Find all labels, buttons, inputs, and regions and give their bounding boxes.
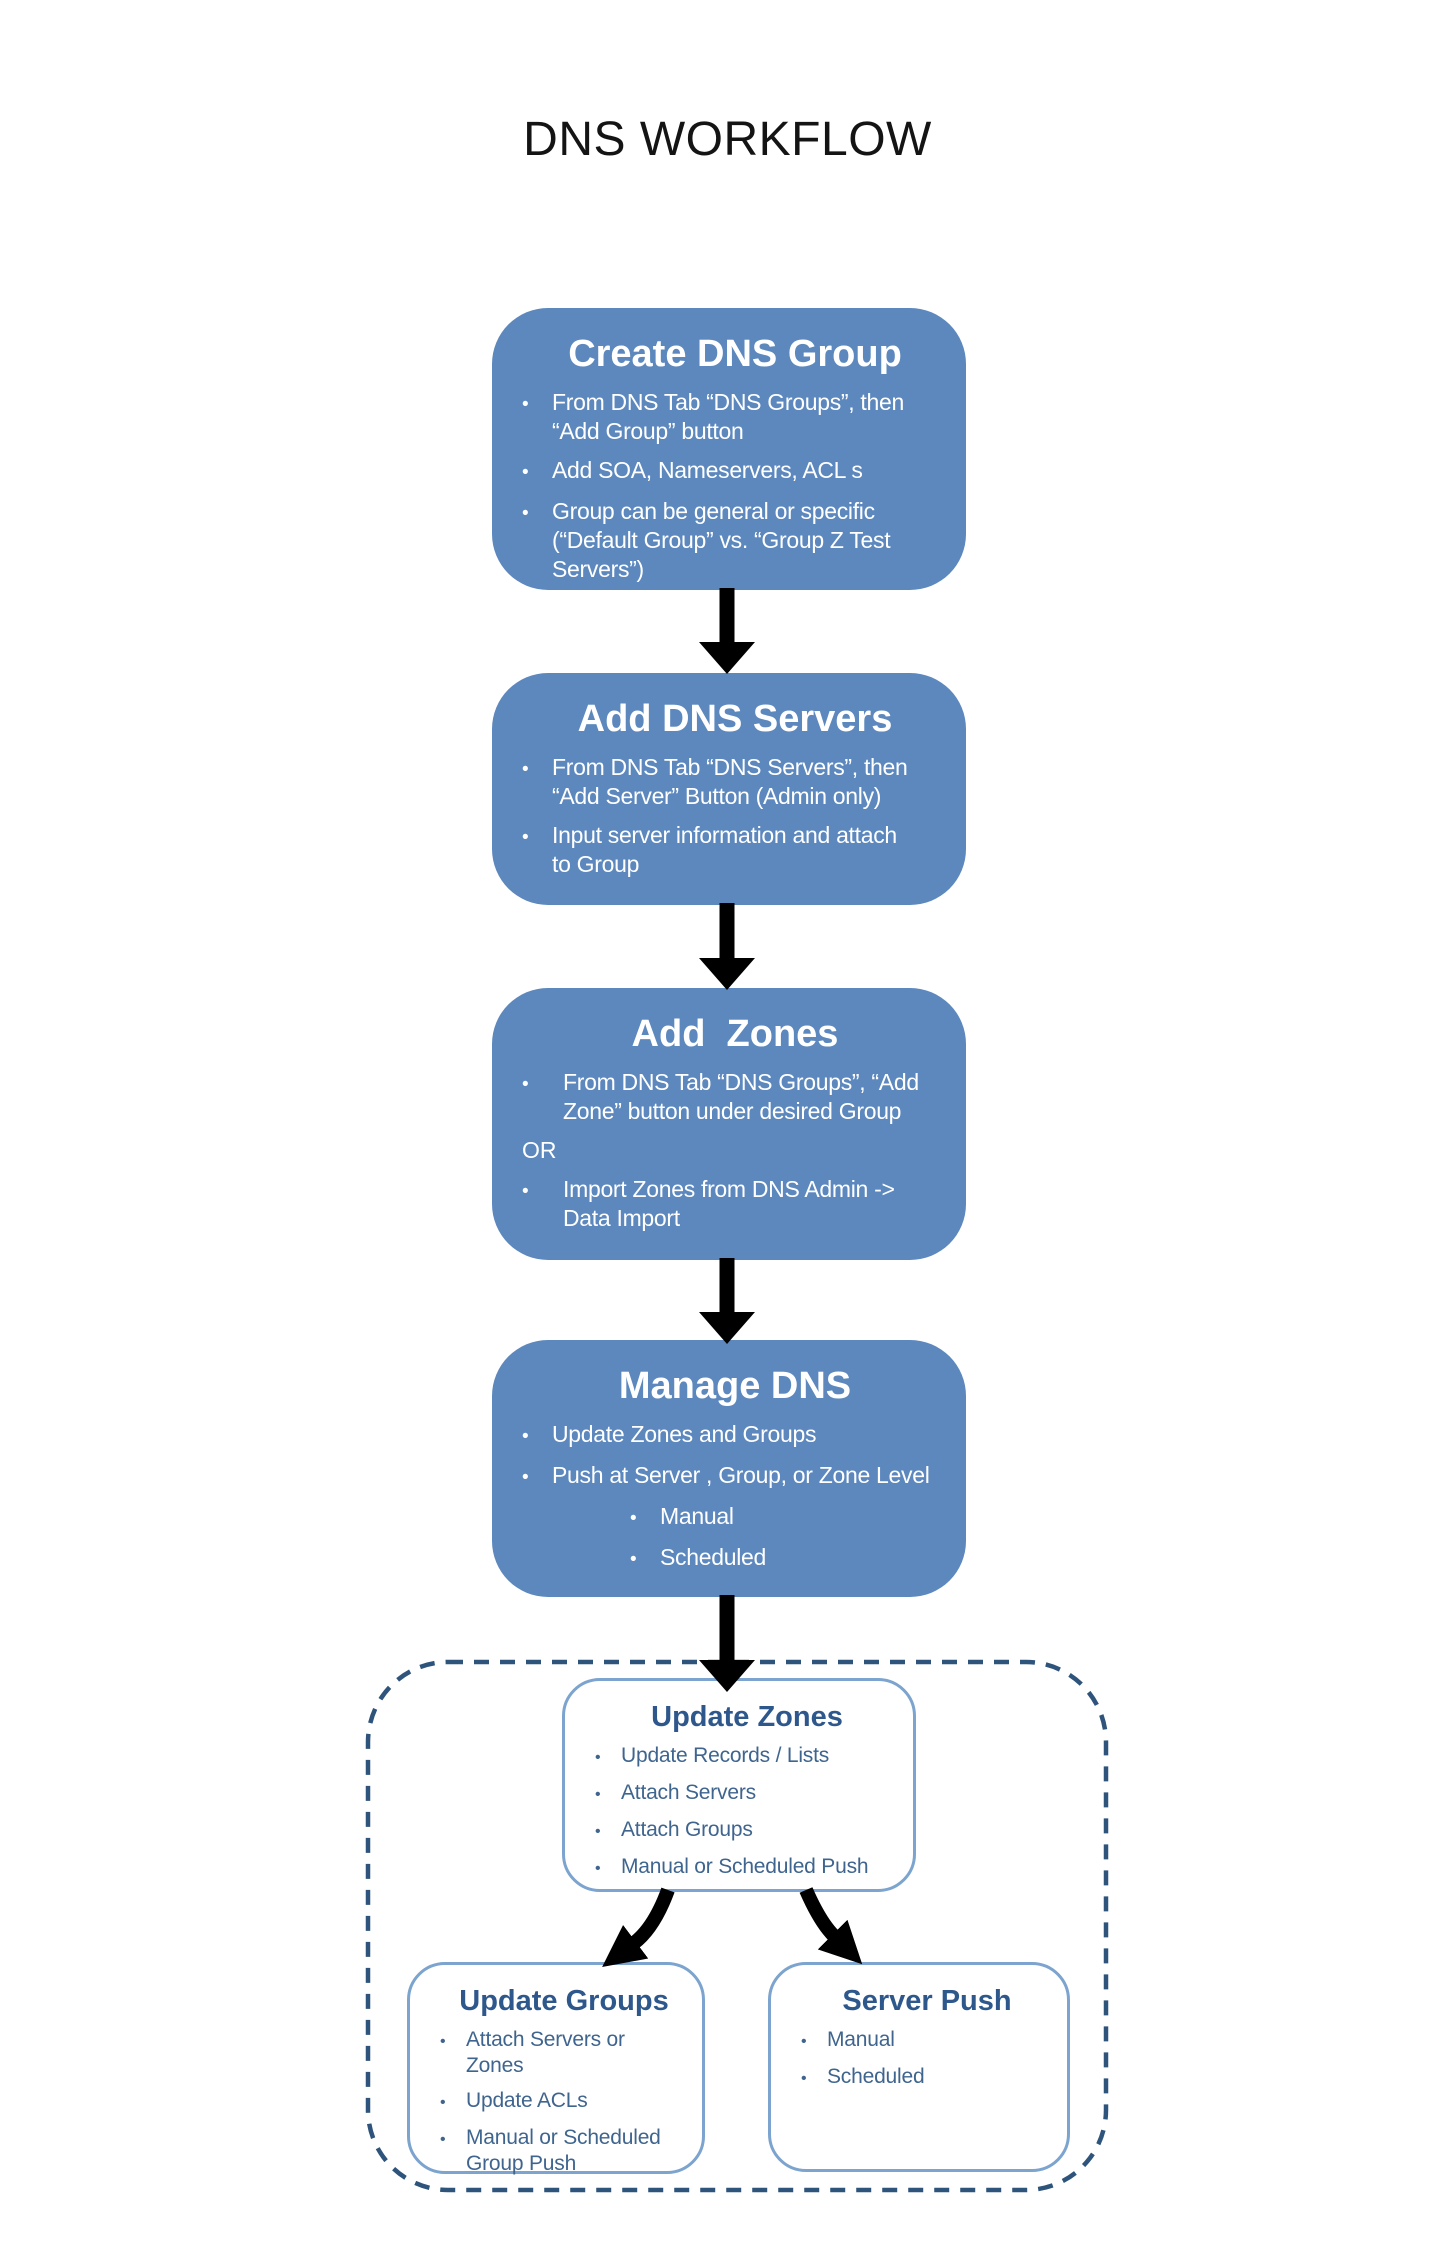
bullet-item: • Group can be general or specific (“Def… [522,497,948,584]
box-title: Add DNS Servers [577,698,893,740]
bullet-text: Manual [660,1503,734,1530]
bullet-text: Add SOA, Nameservers, ACL s [552,457,863,484]
bullet-text: Input server information and attach to G… [552,822,897,878]
arrow-zones-to-manage-icon [699,1258,755,1344]
bullet-item: • Update ACLs [440,2088,688,2116]
bullet-icon: • [522,503,529,525]
box-title: Add Zones [631,1013,839,1055]
flow-box-add-dns-servers: Add DNS Servers • From DNS Tab “DNS Serv… [492,673,966,905]
bullet-icon: • [440,2033,446,2051]
bullet-text: From DNS Tab “DNS Servers”, then “Add Se… [552,754,908,810]
bullet-icon: • [440,2094,446,2112]
bullet-text: Manual [827,2028,895,2052]
bullet-icon: • [440,2131,446,2149]
bullet-icon: • [522,394,529,416]
bullet-text: Attach Servers or Zones [466,2028,625,2078]
bullet-item: • From DNS Tab “DNS Groups”, then “Add G… [522,388,948,446]
bullet-text: Attach Groups [621,1818,753,1842]
bullet-text: Scheduled [660,1544,766,1571]
bullet-icon: • [595,1749,601,1767]
bullet-icon: • [522,1074,529,1096]
box-title: Server Push [842,1985,1012,2017]
bullet-item: • Add SOA, Nameservers, ACL s [522,456,948,487]
bullet-item: • Input server information and attach to… [522,821,948,879]
flow-box-update-groups: Update Groups • Attach Servers or Zones … [407,1962,705,2177]
bullet-icon: • [522,462,529,484]
bullet-icon: • [522,759,529,781]
sub-bullet-item: • Scheduled [630,1543,948,1574]
arrow-update-zones-to-update-groups-icon [602,1887,675,1967]
bullet-icon: • [522,1426,529,1448]
bullet-item: • Push at Server , Group, or Zone Level [522,1461,948,1492]
bullet-icon: • [630,1508,637,1530]
sub-bullet-item: • Manual [630,1502,948,1533]
bullet-text: Update Zones and Groups [552,1421,817,1448]
flow-box-manage-dns: Manage DNS • Update Zones and Groups • P… [492,1340,966,1597]
bullet-item: • Update Records / Lists [595,1743,899,1771]
box-title: Update Zones [651,1701,843,1733]
bullet-item: • Manual or Scheduled Push [595,1854,899,1882]
bullet-icon: • [522,1181,529,1203]
bullet-item: • Attach Servers or Zones [440,2027,688,2079]
bullet-item: • From DNS Tab “DNS Groups”, “Add Zone” … [522,1068,948,1126]
bullet-icon: • [801,2033,807,2051]
bullet-icon: • [595,1860,601,1878]
box-title: Create DNS Group [568,333,902,375]
bullet-text: From DNS Tab “DNS Groups”, “Add Zone” bu… [563,1069,919,1125]
arrow-update-zones-to-server-push-icon [799,1887,863,1965]
bullet-item: • From DNS Tab “DNS Servers”, then “Add … [522,753,948,811]
bullet-icon: • [522,1467,529,1489]
flow-box-create-dns-group: Create DNS Group • From DNS Tab “DNS Gro… [492,308,966,590]
bullet-text: Manual or Scheduled Push [621,1855,869,1879]
bullet-icon: • [630,1549,637,1571]
box-title: Manage DNS [618,1365,852,1407]
bullet-item: • Manual or Scheduled Group Push [440,2125,688,2177]
bullet-text: Update Records / Lists [621,1744,830,1768]
arrow-servers-to-zones-icon [699,903,755,990]
bullet-item: • Scheduled [801,2064,1053,2092]
box-title: Update Groups [459,1985,669,2017]
bullet-item: • Attach Servers [595,1780,899,1808]
bullet-text: Group can be general or specific (“Defau… [552,498,891,583]
bullet-icon: • [522,827,529,849]
flow-box-server-push: Server Push • Manual • Scheduled [768,1962,1070,2172]
arrow-create-to-servers-icon [699,588,755,674]
bullet-icon: • [595,1786,601,1804]
bullet-item: • Import Zones from DNS Admin -> Data Im… [522,1175,948,1233]
bullet-text: Import Zones from DNS Admin -> Data Impo… [563,1176,895,1232]
bullet-text: Update ACLs [466,2089,588,2113]
bullet-text: Manual or Scheduled Group Push [466,2126,661,2176]
bullet-icon: • [801,2070,807,2088]
bullet-text: Scheduled [827,2065,925,2089]
bullet-icon: • [595,1823,601,1841]
flow-box-update-zones: Update Zones • Update Records / Lists • … [562,1678,916,1892]
page-title: DNS WORKFLOW [523,113,932,166]
bullet-item: • Manual [801,2027,1053,2055]
bullet-item: • Update Zones and Groups [522,1420,948,1451]
bullet-text: Push at Server , Group, or Zone Level [552,1462,930,1489]
bullet-item: • Attach Groups [595,1817,899,1845]
bullet-text: From DNS Tab “DNS Groups”, then “Add Gro… [552,389,904,445]
bullet-text: Attach Servers [621,1781,756,1805]
or-label: OR [522,1137,557,1164]
flow-box-add-zones: Add Zones • From DNS Tab “DNS Groups”, “… [492,988,966,1260]
